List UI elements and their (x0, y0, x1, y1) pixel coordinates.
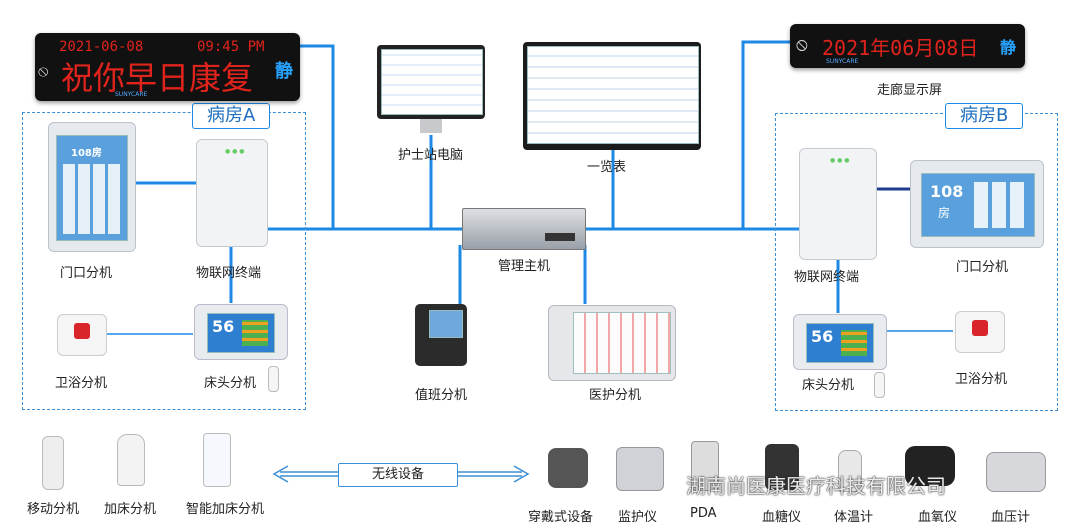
led-brand: SUNYCARE (115, 91, 148, 98)
ward-b-iot-terminal-label: 物联网终端 (794, 270, 860, 285)
ward-b-door-unit-label: 门口分机 (956, 260, 1009, 275)
led-mode: 静 (275, 61, 293, 82)
medical-unit-label: 医护分机 (589, 388, 642, 403)
ward-b-bath-unit (955, 311, 1005, 353)
led-date: 2021-06-08 (59, 39, 144, 55)
ward-b-box (775, 113, 1058, 411)
ward-b-bed-no: 56 (811, 327, 834, 346)
ward-b-bath-unit-label: 卫浴分机 (955, 372, 1008, 387)
thermometer-device (838, 450, 862, 492)
thermometer-label: 体温计 (834, 510, 874, 525)
monitor-label: 监护仪 (618, 510, 658, 525)
corridor-led-mode: 静 (1000, 38, 1017, 57)
ward-b-room-suffix: 房 (938, 206, 951, 220)
glucose-device (765, 444, 799, 490)
ward-b-bed-unit: 56 (793, 314, 887, 370)
ward-a-title: 病房A (192, 103, 271, 129)
no-smoking-icon: ⦸ (38, 61, 49, 80)
no-smoking-icon: ⦸ (796, 34, 808, 55)
smart-extra-bed-device (203, 433, 231, 487)
bp-device (986, 452, 1046, 492)
overview-screen (523, 42, 701, 150)
wearable-device (548, 448, 588, 488)
oximeter-device (905, 446, 955, 486)
ward-a-bath-unit-label: 卫浴分机 (55, 376, 108, 391)
wearable-label: 穿戴式设备 (528, 510, 594, 525)
monitor-device (616, 447, 664, 491)
ward-a-box (22, 112, 306, 410)
nurse-pc-label: 护士站电脑 (398, 148, 464, 163)
medical-unit (548, 305, 676, 381)
oximeter-label: 血氧仪 (918, 510, 958, 525)
smart-extra-bed-label: 智能加床分机 (186, 502, 265, 517)
extra-bed-device (117, 434, 145, 486)
duty-unit (415, 304, 467, 366)
ward-led-display: 2021-06-08 09:45 PM 祝你早日康复 ⦸ 静 SUNYCARE (35, 33, 300, 101)
ward-b-room-no: 108 (930, 182, 964, 201)
ward-a-bed-unit-label: 床头分机 (204, 376, 257, 391)
call-button-icon (268, 366, 279, 392)
management-host (462, 208, 586, 250)
company-watermark: 湖南尚医康医疗科技有限公司 (686, 474, 946, 498)
duty-unit-label: 值班分机 (415, 388, 468, 403)
ward-b-door-unit: 108 房 (910, 160, 1044, 248)
pda-label: PDA (690, 506, 717, 521)
ward-a-iot-terminal-label: 物联网终端 (196, 266, 262, 281)
ward-b-bed-unit-label: 床头分机 (802, 378, 855, 393)
ward-a-iot-terminal: ● ● ● (196, 139, 268, 247)
call-button-icon (874, 372, 885, 398)
corridor-led-display: ⦸ 2021年06月08日 静 SUNYCARE (790, 24, 1025, 68)
overview-label: 一览表 (587, 160, 627, 175)
ward-b-title: 病房B (945, 103, 1024, 129)
glucose-label: 血糖仪 (762, 510, 802, 525)
ward-a-door-unit: 108房 (48, 122, 136, 252)
ward-a-bath-unit (57, 314, 107, 356)
ward-b-iot-terminal: ● ● ● (799, 148, 877, 260)
corridor-led-brand: SUNYCARE (826, 58, 859, 65)
host-label: 管理主机 (498, 259, 551, 274)
ward-a-bed-no: 56 (212, 317, 235, 336)
pda-device (691, 441, 719, 491)
bp-label: 血压计 (991, 510, 1031, 525)
corridor-led-text: 2021年06月08日 (822, 36, 979, 60)
led-message: 祝你早日康复 (61, 59, 254, 97)
ward-a-door-unit-label: 门口分机 (60, 266, 113, 281)
corridor-display-label: 走廊显示屏 (877, 83, 943, 98)
wireless-box: 无线设备 (338, 463, 458, 487)
mobile-unit-device (42, 436, 64, 490)
nurse-station-pc (377, 45, 485, 119)
monitor-stand (420, 119, 442, 133)
led-time: 09:45 PM (197, 39, 265, 55)
ward-a-room-no: 108房 (71, 148, 102, 159)
extra-bed-label: 加床分机 (104, 502, 157, 517)
mobile-unit-label: 移动分机 (27, 502, 80, 517)
ward-a-bed-unit: 56 (194, 304, 288, 360)
